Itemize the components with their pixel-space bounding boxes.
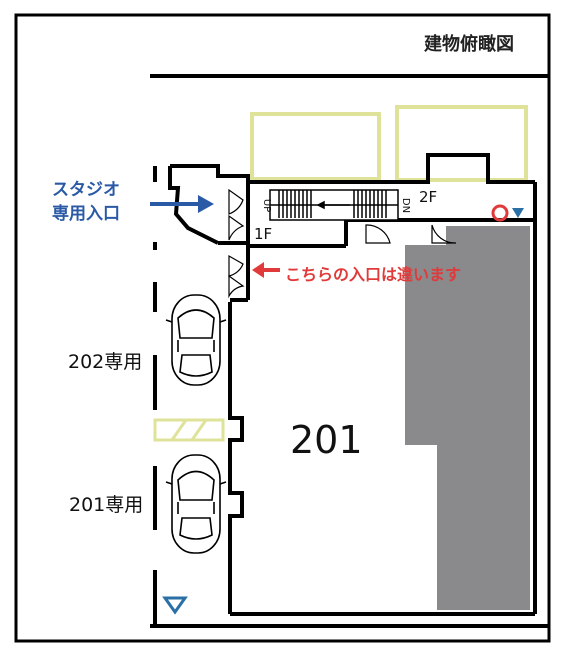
wrong-entrance-arrow — [252, 262, 280, 278]
parking-202-label: 202専用 — [68, 351, 143, 373]
car-201-icon — [165, 454, 227, 554]
studio-entrance-line1: スタジオ — [52, 180, 120, 200]
map-border — [14, 13, 551, 643]
parking-separator — [153, 418, 225, 442]
car-202-icon — [165, 294, 227, 386]
marker-triangle-bottom-icon — [162, 596, 188, 615]
room-number: 201 — [290, 418, 363, 462]
floor-1-label: 1F — [254, 225, 273, 243]
stairs-down-label: DN — [400, 197, 412, 214]
marker-triangle-icon — [512, 208, 524, 218]
floor-2-label: 2F — [419, 188, 438, 206]
wrong-entrance-note: こちらの入口は違います — [285, 265, 462, 284]
marker-circle-icon — [491, 204, 509, 222]
doors — [228, 188, 457, 299]
parking-201-label: 201専用 — [69, 494, 144, 516]
stairs-up-label: UP — [261, 198, 273, 213]
gray-area — [405, 226, 530, 610]
studio-entrance-arrow — [150, 195, 214, 213]
yellow-outline-2 — [395, 105, 528, 182]
studio-entrance-line2: 専用入口 — [52, 204, 120, 224]
stairs — [269, 189, 399, 221]
studio-entrance-label: スタジオ 専用入口 — [52, 178, 120, 226]
yellow-outline-1 — [250, 112, 381, 181]
map-title: 建物俯瞰図 — [424, 34, 514, 55]
